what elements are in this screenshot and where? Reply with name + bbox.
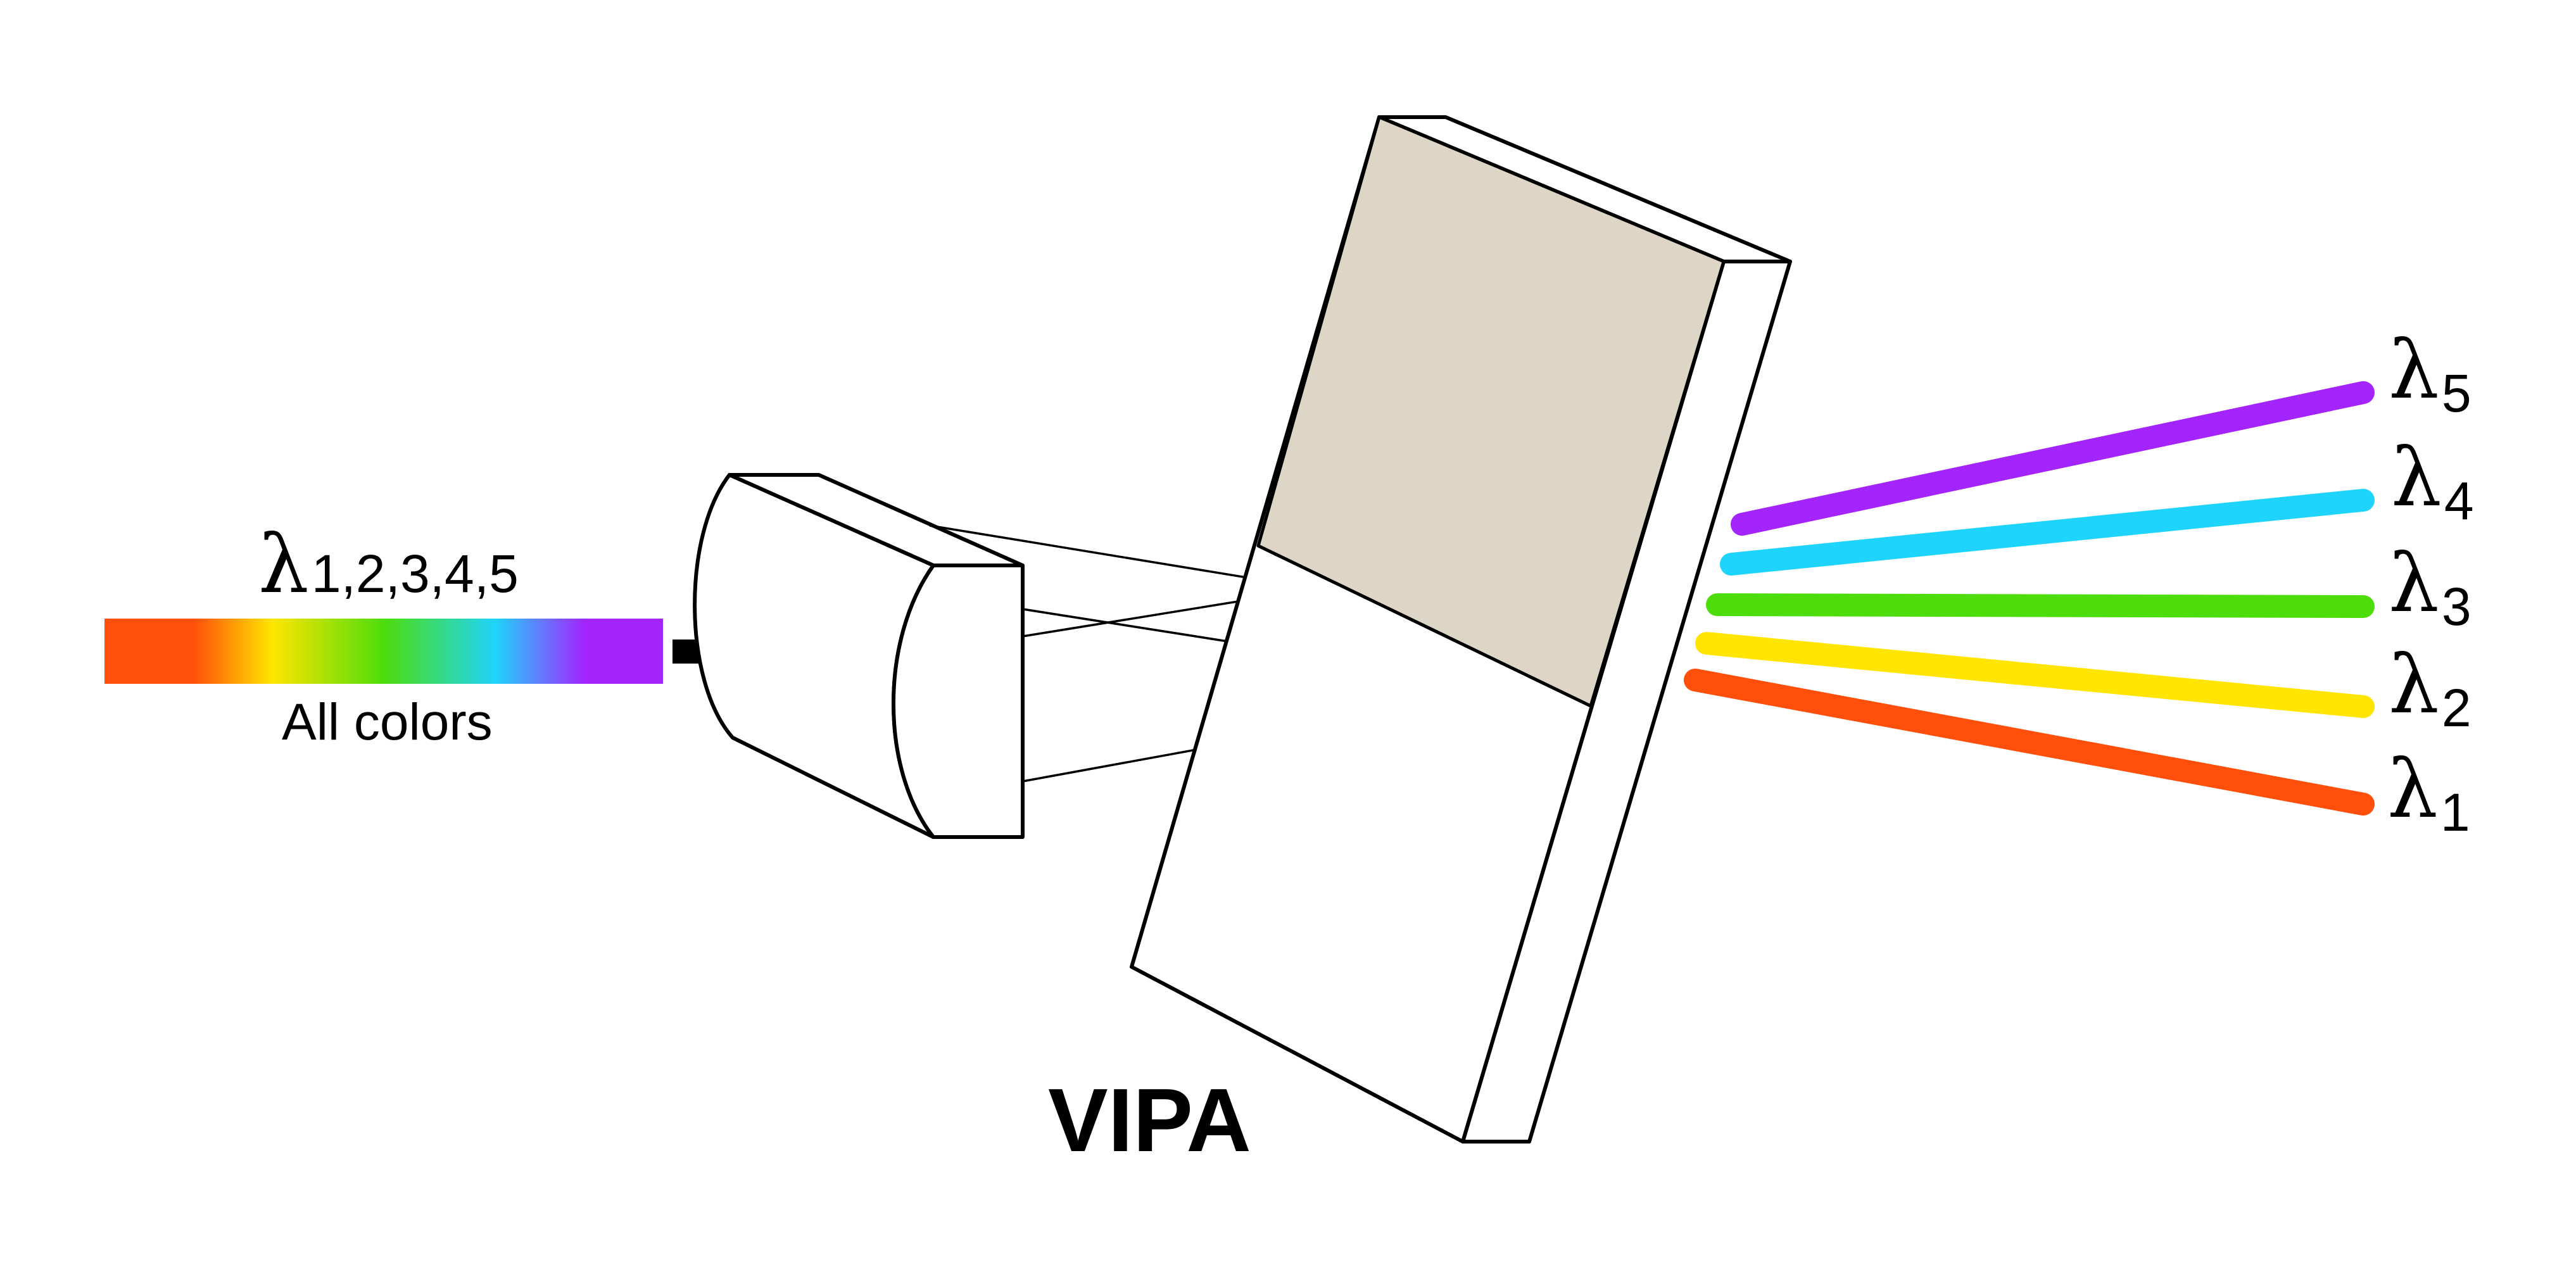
output-label-2: λ2	[2389, 638, 2472, 738]
output-labels: λ5 λ4 λ3 λ2 λ1	[2387, 324, 2474, 842]
output-beams	[1684, 381, 2375, 816]
input-wavelength-label: λ1,2,3,4,5	[258, 518, 519, 611]
output-beam-3	[1706, 593, 2375, 618]
output-beam-5	[1731, 381, 2375, 536]
input-caption: All colors	[282, 693, 493, 751]
input-lambda-subscript: 1,2,3,4,5	[312, 544, 519, 603]
output-label-5: λ5	[2389, 324, 2472, 423]
output-beam-1	[1684, 669, 2375, 816]
output-label-3: λ3	[2389, 537, 2472, 636]
output-beam-4	[1720, 489, 2375, 576]
vipa-plate	[1130, 115, 1792, 1144]
coating-boundary-line	[1257, 544, 1592, 708]
input-lambda-symbol: λ	[258, 518, 309, 611]
output-label-4: λ4	[2391, 431, 2474, 531]
cylindrical-lens	[693, 473, 1025, 839]
output-beam-2	[1695, 632, 2375, 718]
lens-front-face	[892, 564, 1025, 839]
output-label-1: λ1	[2387, 743, 2470, 842]
device-title: VIPA	[1048, 1070, 1251, 1171]
input-spectrum-bar	[104, 619, 663, 684]
